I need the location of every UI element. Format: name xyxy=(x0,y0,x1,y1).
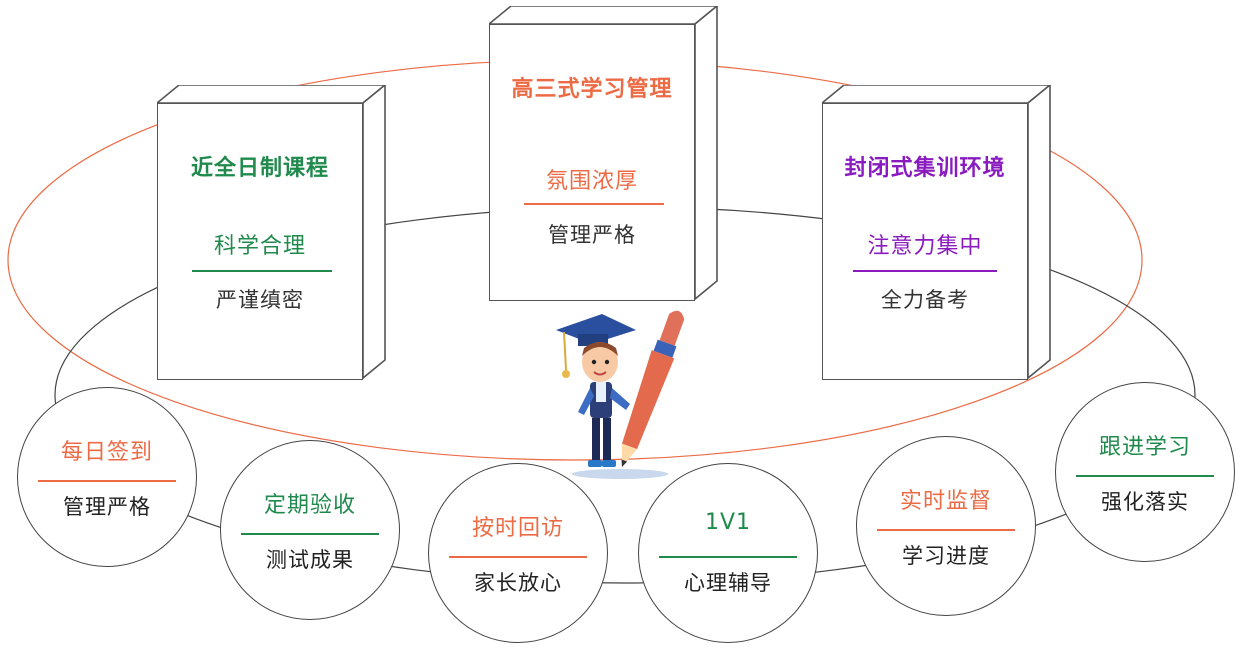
circle-title: 按时回访 xyxy=(471,516,564,541)
circle-detail: 学习进度 xyxy=(902,544,990,568)
circle-detail: 心理辅导 xyxy=(684,571,772,595)
circle-node-1: 每日签到 管理严格 xyxy=(17,387,197,567)
circle-divider xyxy=(659,556,797,558)
circle-detail: 测试成果 xyxy=(266,548,354,572)
box-title: 封闭式集训环境 xyxy=(844,156,1006,181)
box-divider xyxy=(524,203,664,205)
circle-node-5: 实时监督 学习进度 xyxy=(856,436,1036,616)
circle-divider xyxy=(241,533,379,535)
box-front: 近全日制课程 科学合理 严谨缜密 xyxy=(157,103,363,380)
circle-detail: 家长放心 xyxy=(474,571,562,595)
box-front: 高三式学习管理 氛围浓厚 管理严格 xyxy=(489,24,695,301)
box-title: 近全日制课程 xyxy=(190,156,329,181)
circle-title: 实时监督 xyxy=(899,489,992,514)
circle-title: 跟进学习 xyxy=(1098,435,1191,460)
feature-box-2: 高三式学习管理 氛围浓厚 管理严格 xyxy=(489,6,719,301)
box-detail: 全力备考 xyxy=(881,288,969,312)
circle-divider xyxy=(1076,475,1214,477)
box-depth xyxy=(157,85,387,380)
feature-box-3: 封闭式集训环境 注意力集中 全力备考 xyxy=(822,85,1052,380)
box-depth xyxy=(489,6,719,301)
circle-divider xyxy=(877,529,1015,531)
box-divider xyxy=(853,270,997,272)
box-subtitle: 注意力集中 xyxy=(867,234,983,259)
circle-title: 每日签到 xyxy=(60,440,153,465)
circle-node-4: 1V1 心理辅导 xyxy=(638,463,818,643)
box-detail: 管理严格 xyxy=(548,223,636,247)
student-with-pen-icon xyxy=(556,310,685,479)
circle-divider xyxy=(38,480,176,482)
circle-node-2: 定期验收 测试成果 xyxy=(220,440,400,620)
circle-detail: 管理严格 xyxy=(63,495,151,519)
box-depth xyxy=(822,85,1052,380)
circle-title: 定期验收 xyxy=(263,493,356,518)
box-detail: 严谨缜密 xyxy=(216,288,304,312)
box-subtitle: 氛围浓厚 xyxy=(545,169,638,194)
box-title: 高三式学习管理 xyxy=(511,77,673,102)
circle-detail: 强化落实 xyxy=(1101,490,1189,514)
circle-title: 1V1 xyxy=(704,510,752,535)
box-divider xyxy=(192,270,332,272)
circle-node-6: 跟进学习 强化落实 xyxy=(1055,382,1235,562)
circle-node-3: 按时回访 家长放心 xyxy=(428,463,608,643)
box-subtitle: 科学合理 xyxy=(213,234,306,259)
box-front: 封闭式集训环境 注意力集中 全力备考 xyxy=(822,103,1028,380)
circle-divider xyxy=(449,556,587,558)
feature-box-1: 近全日制课程 科学合理 严谨缜密 xyxy=(157,85,387,380)
